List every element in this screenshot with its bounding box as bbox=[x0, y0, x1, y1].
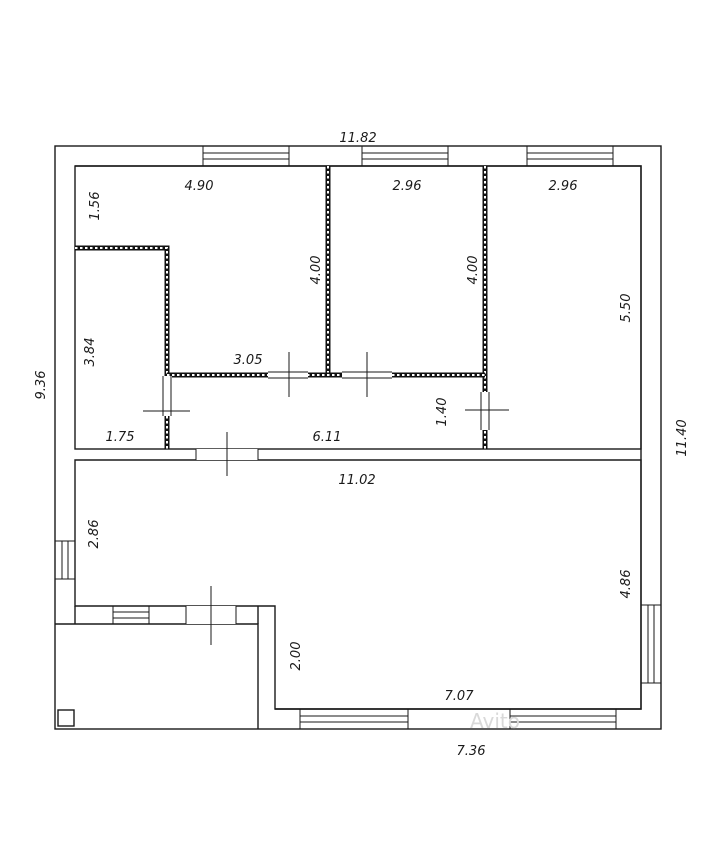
dim-room3-height: 5.50 bbox=[619, 294, 634, 323]
upper-rooms-outline bbox=[74, 165, 642, 450]
dim-partition-height-2: 4.00 bbox=[466, 256, 481, 285]
door-room-1 bbox=[268, 352, 308, 397]
dim-left-room-height: 3.84 bbox=[83, 338, 98, 367]
window-bottom-2 bbox=[509, 708, 617, 730]
dim-room2-width: 2.96 bbox=[393, 179, 422, 194]
dim-left-bottom-width: 1.75 bbox=[106, 430, 135, 445]
dim-overall-height-right: 11.40 bbox=[675, 419, 690, 456]
dim-corridor-segment: 3.05 bbox=[234, 353, 263, 368]
dim-hall-left-height: 2.86 bbox=[87, 520, 102, 549]
dim-corridor-height: 1.40 bbox=[435, 398, 450, 427]
dim-hall-bottom-outer: 7.36 bbox=[457, 744, 486, 759]
dim-corridor-width: 6.11 bbox=[313, 430, 342, 445]
dim-room1-width: 4.90 bbox=[185, 179, 214, 194]
watermark: Avito bbox=[470, 709, 520, 733]
door-hall bbox=[195, 432, 259, 476]
window-bottom-1 bbox=[299, 708, 409, 730]
dim-hall-width: 11.02 bbox=[338, 473, 375, 488]
window-hall-step bbox=[112, 605, 150, 625]
dim-overall-height-left: 9.36 bbox=[34, 371, 49, 400]
door-room-3 bbox=[465, 392, 509, 430]
window-top-2 bbox=[361, 145, 449, 167]
window-left bbox=[54, 540, 76, 580]
dim-room3-width: 2.96 bbox=[549, 179, 578, 194]
windows bbox=[54, 145, 662, 730]
window-right bbox=[640, 604, 662, 684]
door-room-2 bbox=[342, 352, 392, 397]
door-left-room bbox=[143, 376, 190, 416]
dim-hall-step-height: 2.00 bbox=[289, 642, 304, 671]
doors bbox=[143, 352, 509, 645]
dim-hall-bottom-inner: 7.07 bbox=[445, 689, 475, 704]
annex bbox=[55, 606, 259, 729]
outer-walls bbox=[54, 145, 662, 730]
partitions bbox=[75, 166, 488, 449]
window-top-1 bbox=[202, 145, 290, 167]
window-top-3 bbox=[526, 145, 614, 167]
dimension-labels: 11.82 4.90 2.96 2.96 3.05 1.75 6.11 11.0… bbox=[34, 131, 690, 759]
hall-outline bbox=[74, 459, 642, 710]
dim-closet-height: 1.56 bbox=[88, 192, 103, 221]
dim-partition-height-1: 4.00 bbox=[309, 256, 324, 285]
door-annex bbox=[185, 586, 237, 645]
dim-hall-right-height: 4.86 bbox=[619, 570, 634, 599]
dim-overall-width: 11.82 bbox=[339, 131, 376, 146]
